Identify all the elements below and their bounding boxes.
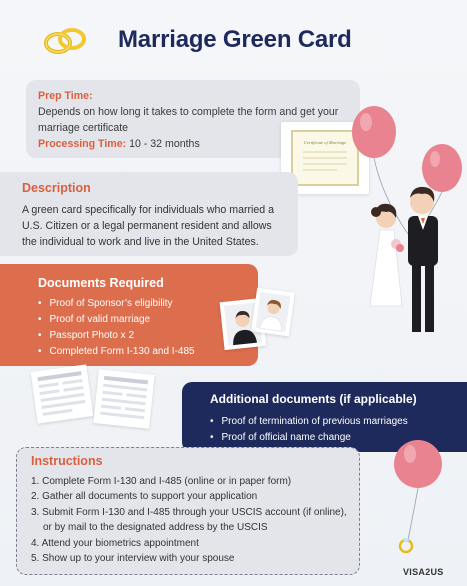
description-panel: Description A green card specifically fo… [0, 172, 298, 256]
instructions-heading: Instructions [31, 454, 103, 468]
form-document-2 [93, 369, 155, 429]
list-item: Proof of termination of previous marriag… [210, 414, 408, 430]
description-heading: Description [22, 181, 91, 195]
passport-photo-bride [251, 287, 295, 337]
page-title: Marriage Green Card [118, 26, 352, 53]
bride-portrait-icon [255, 292, 291, 332]
list-item: Passport Photo x 2 [38, 328, 195, 344]
passport-photo-groom [219, 297, 267, 351]
prep-time-text: Depends on how long it takes to complete… [38, 106, 339, 134]
couple-with-balloons-illustration [352, 106, 462, 332]
instruction-step: or by mail to the designated address by … [43, 522, 268, 534]
instructions-panel: Instructions 1. Complete Form I-130 and … [16, 447, 360, 575]
form-document-1 [30, 364, 94, 424]
list-item: Completed Form I-130 and I-485 [38, 344, 195, 360]
certificate-text: Certificate of Marriage [304, 140, 346, 145]
processing-time-value: 10 - 32 months [129, 138, 200, 150]
instructions-list: 1. Complete Form I-130 and I-485 (online… [31, 474, 357, 566]
instruction-step: 5. Show up to your interview with your s… [31, 553, 235, 565]
additional-documents-heading: Additional documents (if applicable) [210, 392, 417, 406]
list-item: Proof of official name change [210, 430, 408, 446]
instruction-step: 4. Attend your biometrics appointment [31, 537, 199, 549]
prep-time-label: Prep Time: [38, 90, 93, 102]
instruction-step: 3. Submit Form I-130 and I-485 through y… [31, 506, 347, 518]
form-lines-icon [37, 371, 86, 416]
list-item: Proof of Sponsor’s eligibility [38, 296, 195, 312]
additional-documents-list: Proof of termination of previous marriag… [210, 414, 408, 446]
certificate-border: Certificate of Marriage [291, 130, 359, 186]
wedding-rings-icon [44, 28, 86, 54]
certificate-lines-icon: Certificate of Marriage [303, 140, 347, 171]
processing-time-label: Processing Time: [38, 138, 127, 150]
documents-required-panel: Documents Required Proof of Sponsor’s el… [0, 264, 258, 366]
brand-logo: VISA2US [403, 567, 444, 577]
list-item: Proof of valid marriage [38, 312, 195, 328]
ring-icon [398, 538, 414, 554]
documents-required-list: Proof of Sponsor’s eligibility Proof of … [38, 296, 195, 360]
instruction-step: 1. Complete Form I-130 and I-485 (online… [31, 476, 292, 487]
balloon-left [352, 106, 396, 158]
form-lines-icon [100, 375, 149, 420]
description-text: A green card specifically for individual… [22, 204, 275, 248]
balloon-bottom [394, 440, 442, 488]
processing-time-row: Processing Time: 10 - 32 months [38, 136, 348, 152]
documents-required-heading: Documents Required [38, 276, 164, 290]
balloon-with-ring-illustration [394, 440, 442, 554]
groom-portrait-icon [224, 302, 262, 346]
instruction-step: 2. Gather all documents to support your … [31, 491, 258, 503]
balloon-right [422, 144, 462, 192]
